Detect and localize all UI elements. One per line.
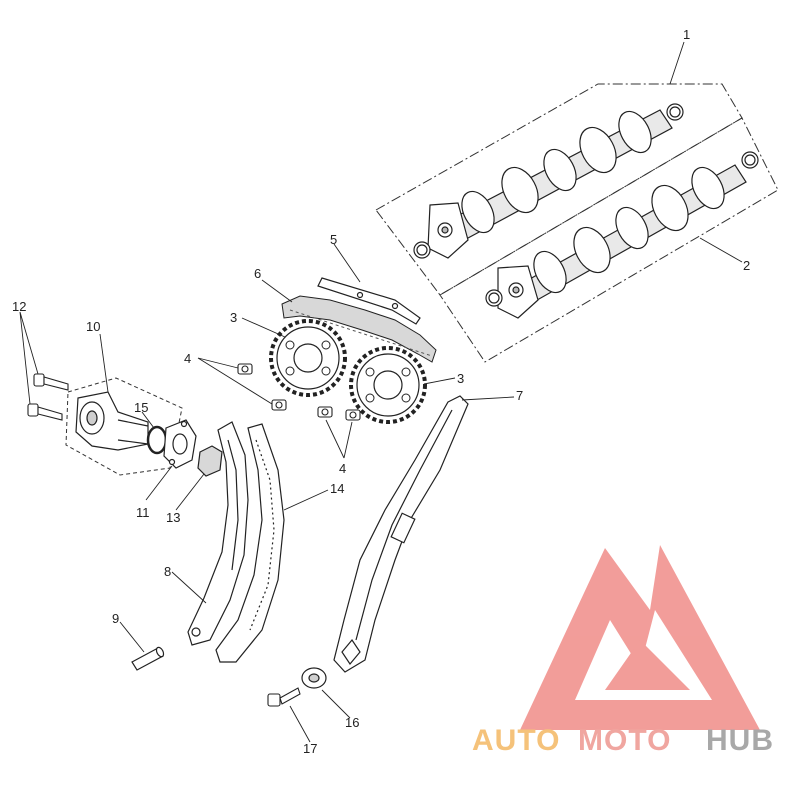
watermark-text: AUTO MOTO HUB bbox=[472, 724, 774, 757]
bolt-12b bbox=[27, 403, 63, 421]
guide-pad bbox=[197, 445, 223, 477]
fixed-chain-guide bbox=[333, 395, 469, 673]
watermark-logo bbox=[520, 545, 760, 730]
callout-4-upper: 4 bbox=[184, 351, 191, 366]
tensioner-bolts bbox=[27, 373, 69, 421]
callout-11: 11 bbox=[136, 505, 150, 520]
camshaft-intake bbox=[413, 103, 684, 259]
watermark-hub: HUB bbox=[706, 724, 774, 757]
dowel-pin bbox=[131, 646, 165, 671]
bolt-4c bbox=[317, 406, 333, 418]
guide-bush bbox=[301, 667, 327, 689]
tensioner-guide bbox=[187, 421, 249, 646]
callout-16: 16 bbox=[345, 715, 359, 730]
callout-10: 10 bbox=[86, 319, 100, 334]
callout-14: 14 bbox=[330, 481, 344, 496]
bolt-4a bbox=[237, 363, 253, 375]
bolt-12a bbox=[33, 373, 69, 391]
callout-9: 9 bbox=[112, 611, 119, 626]
o-ring bbox=[146, 425, 168, 455]
timing-chain bbox=[281, 295, 437, 363]
callout-7: 7 bbox=[516, 388, 523, 403]
callout-6: 6 bbox=[254, 266, 261, 281]
callout-3-right: 3 bbox=[457, 371, 464, 386]
chain-tensioner bbox=[75, 391, 149, 451]
camshaft-1-group-box bbox=[375, 83, 743, 296]
callout-4-lower: 4 bbox=[339, 461, 346, 476]
callout-3-left: 3 bbox=[230, 310, 237, 325]
sprocket-bolts bbox=[237, 363, 361, 421]
sprocket-right bbox=[349, 346, 427, 424]
leader-lines bbox=[19, 41, 743, 743]
camshaft-exhaust bbox=[485, 151, 759, 319]
callout-5: 5 bbox=[330, 232, 337, 247]
bolt-4b bbox=[271, 399, 287, 411]
callout-labels: 1 2 3 3 4 4 5 6 7 8 9 10 11 12 13 14 15 … bbox=[12, 27, 750, 756]
callout-1: 1 bbox=[683, 27, 690, 42]
guide-bolt bbox=[267, 687, 301, 707]
bolt-4d bbox=[345, 409, 361, 421]
callout-15: 15 bbox=[134, 400, 148, 415]
callout-17: 17 bbox=[303, 741, 317, 756]
tensioner-gasket bbox=[163, 419, 197, 469]
callout-12: 12 bbox=[12, 299, 26, 314]
sprocket-left bbox=[269, 319, 347, 397]
upper-chain-guide bbox=[317, 277, 421, 325]
watermark-moto: MOTO bbox=[578, 724, 671, 757]
moving-chain-guide bbox=[215, 423, 285, 663]
camshaft-2-group-box bbox=[439, 117, 779, 363]
callout-2: 2 bbox=[743, 258, 750, 273]
callout-8: 8 bbox=[164, 564, 171, 579]
callout-13: 13 bbox=[166, 510, 180, 525]
watermark-auto: AUTO bbox=[472, 724, 560, 757]
